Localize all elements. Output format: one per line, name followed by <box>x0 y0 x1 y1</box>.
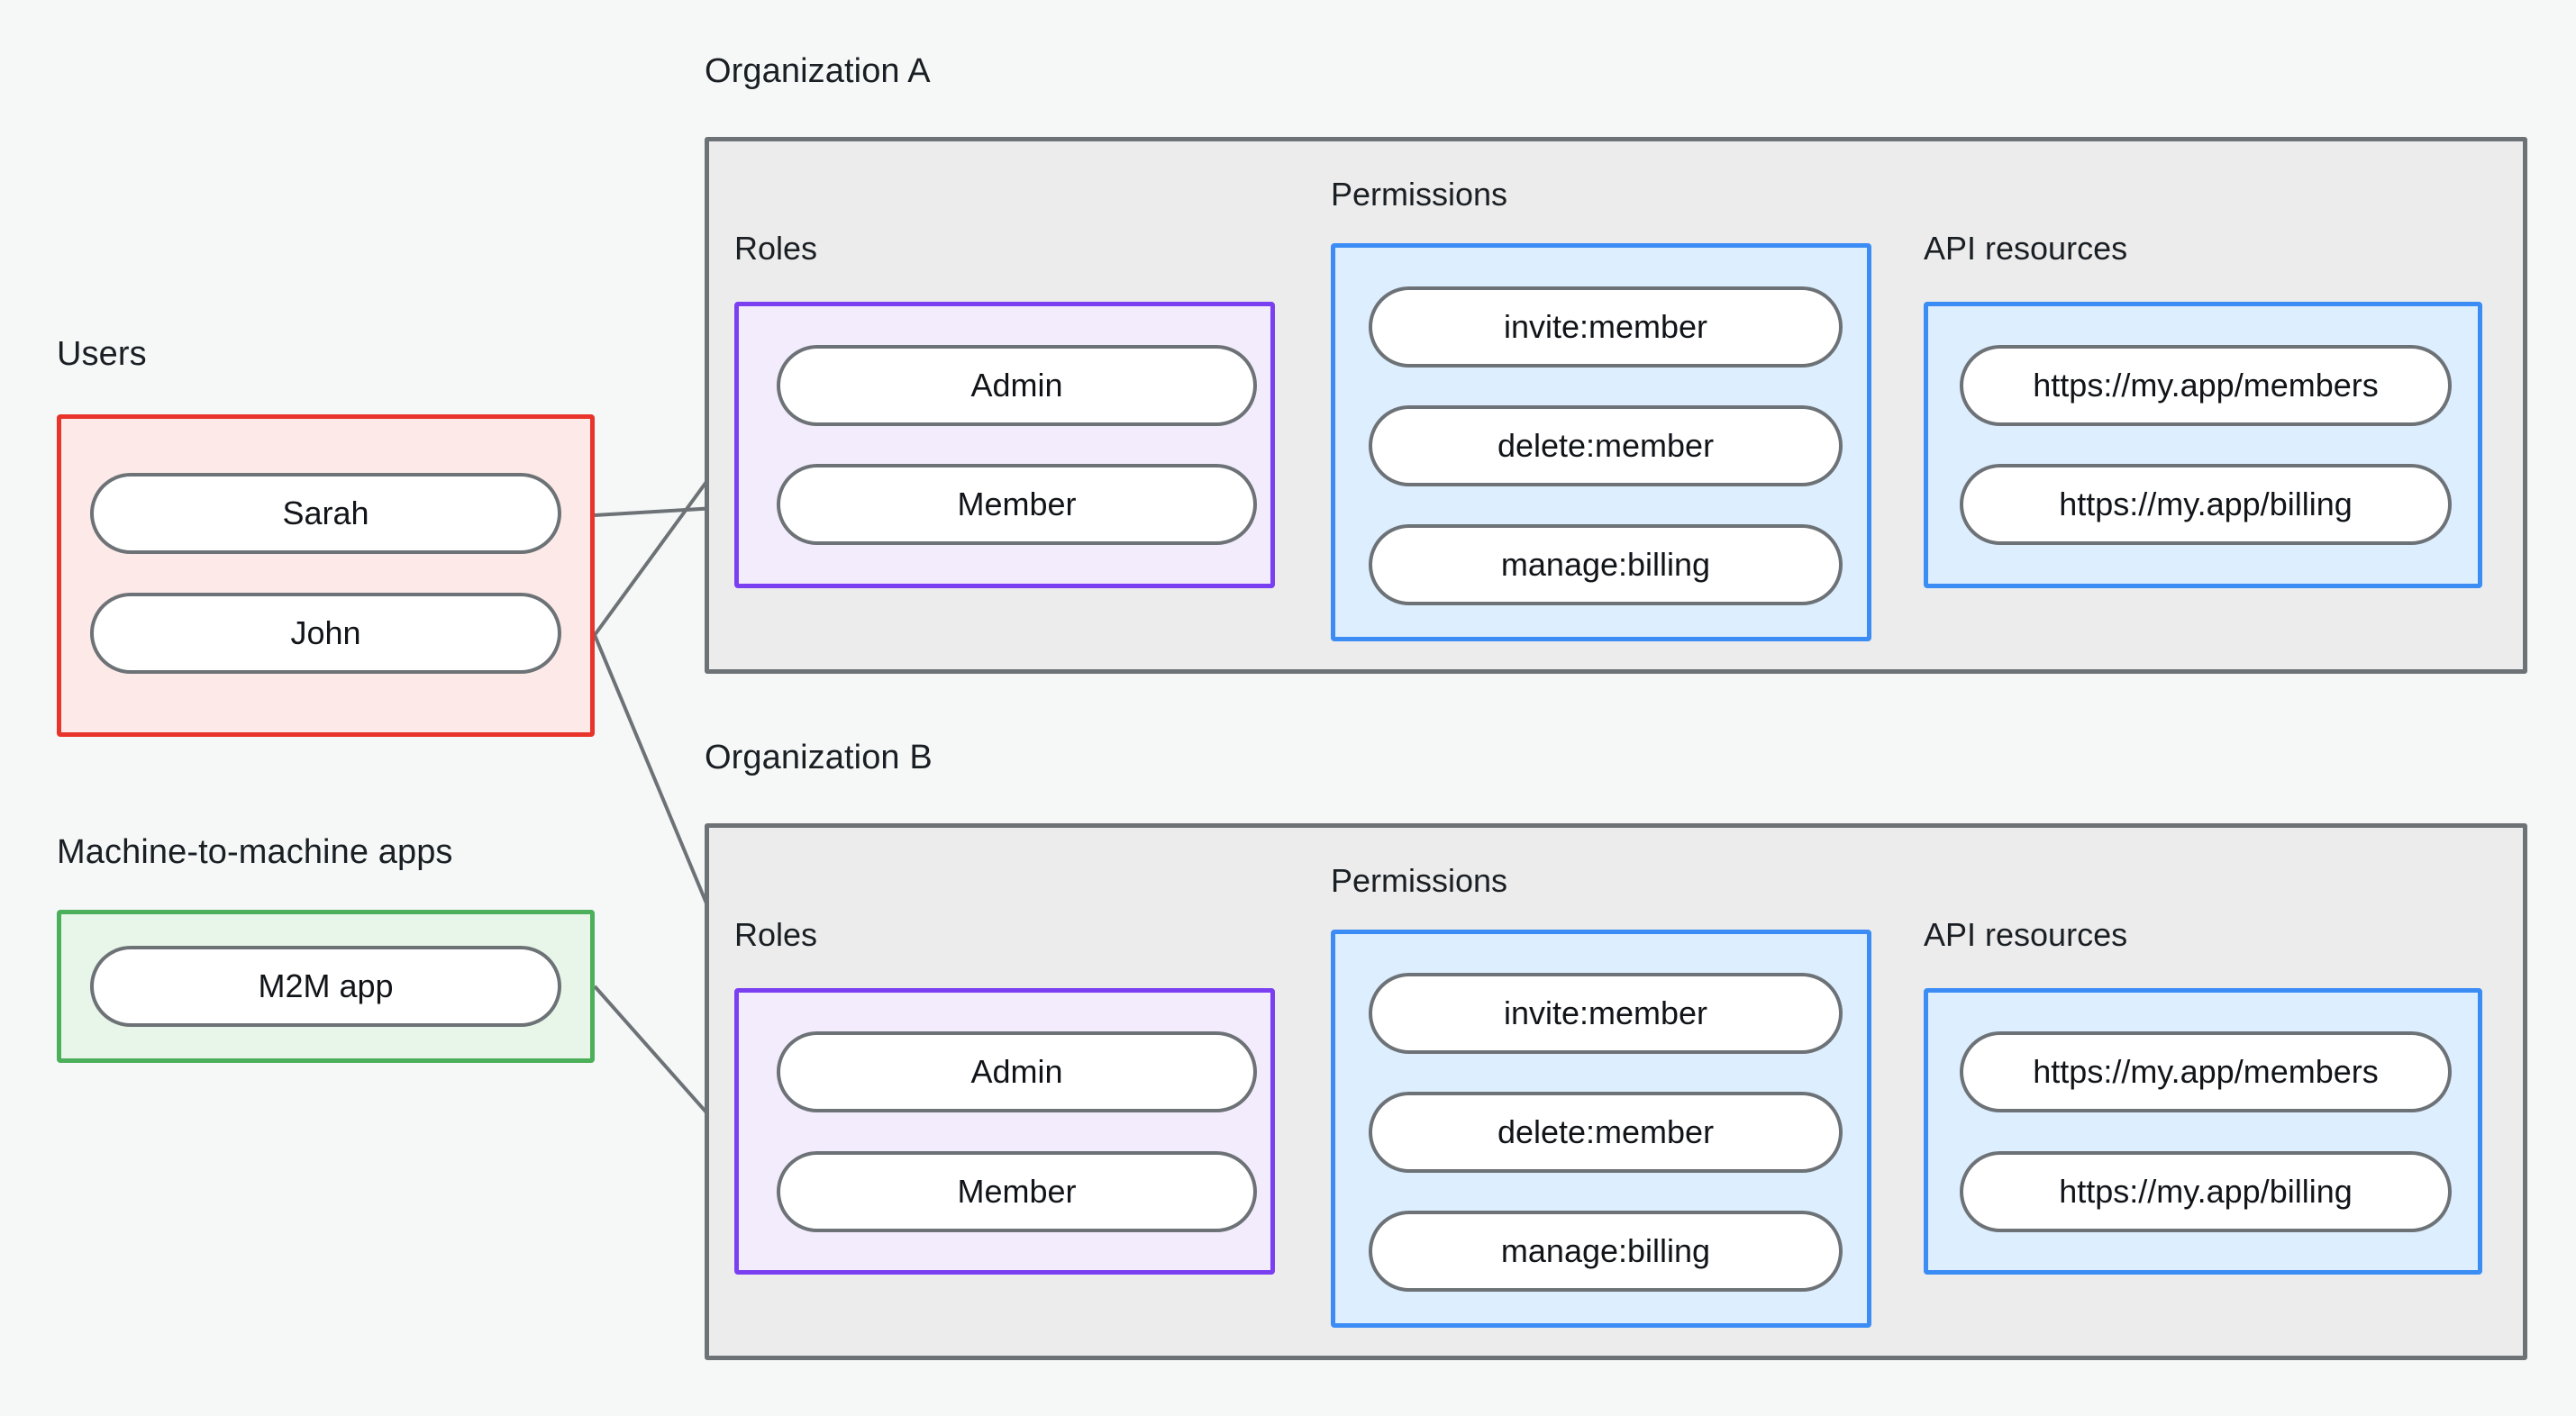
org-b-api-pill-members[interactable]: https://my.app/members <box>1960 1031 2452 1112</box>
org-a-role-pill-admin[interactable]: Admin <box>777 345 1257 426</box>
org-a-permissions-label: Permissions <box>1331 176 1508 213</box>
org-a-roles-label: Roles <box>734 230 818 267</box>
m2m-pill-app[interactable]: M2M app <box>90 946 561 1027</box>
org-a-role-pill-member[interactable]: Member <box>777 464 1257 545</box>
org-b-api-label: API resources <box>1924 916 2128 953</box>
org-b-role-pill-member[interactable]: Member <box>777 1151 1257 1232</box>
org-b-permission-pill-delete-member[interactable]: delete:member <box>1369 1092 1843 1173</box>
org-a-label: Organization A <box>705 52 931 90</box>
org-a-api-label: API resources <box>1924 230 2128 267</box>
m2m-group-label: Machine-to-machine apps <box>57 833 453 871</box>
user-pill-john[interactable]: John <box>90 593 561 674</box>
users-container <box>57 414 595 737</box>
org-a-api-pill-billing[interactable]: https://my.app/billing <box>1960 464 2452 545</box>
org-b-permission-pill-invite-member[interactable]: invite:member <box>1369 973 1843 1054</box>
org-b-label: Organization B <box>705 739 933 776</box>
org-b-permission-pill-manage-billing[interactable]: manage:billing <box>1369 1211 1843 1292</box>
org-a-api-pill-members[interactable]: https://my.app/members <box>1960 345 2452 426</box>
org-a-permission-pill-invite-member[interactable]: invite:member <box>1369 286 1843 368</box>
users-group-label: Users <box>57 335 147 373</box>
org-a-permission-pill-delete-member[interactable]: delete:member <box>1369 405 1843 486</box>
org-b-api-pill-billing[interactable]: https://my.app/billing <box>1960 1151 2452 1232</box>
user-pill-sarah[interactable]: Sarah <box>90 473 561 554</box>
org-a-permission-pill-manage-billing[interactable]: manage:billing <box>1369 524 1843 605</box>
org-b-permissions-label: Permissions <box>1331 862 1508 899</box>
org-b-roles-label: Roles <box>734 916 818 953</box>
org-b-role-pill-admin[interactable]: Admin <box>777 1031 1257 1112</box>
